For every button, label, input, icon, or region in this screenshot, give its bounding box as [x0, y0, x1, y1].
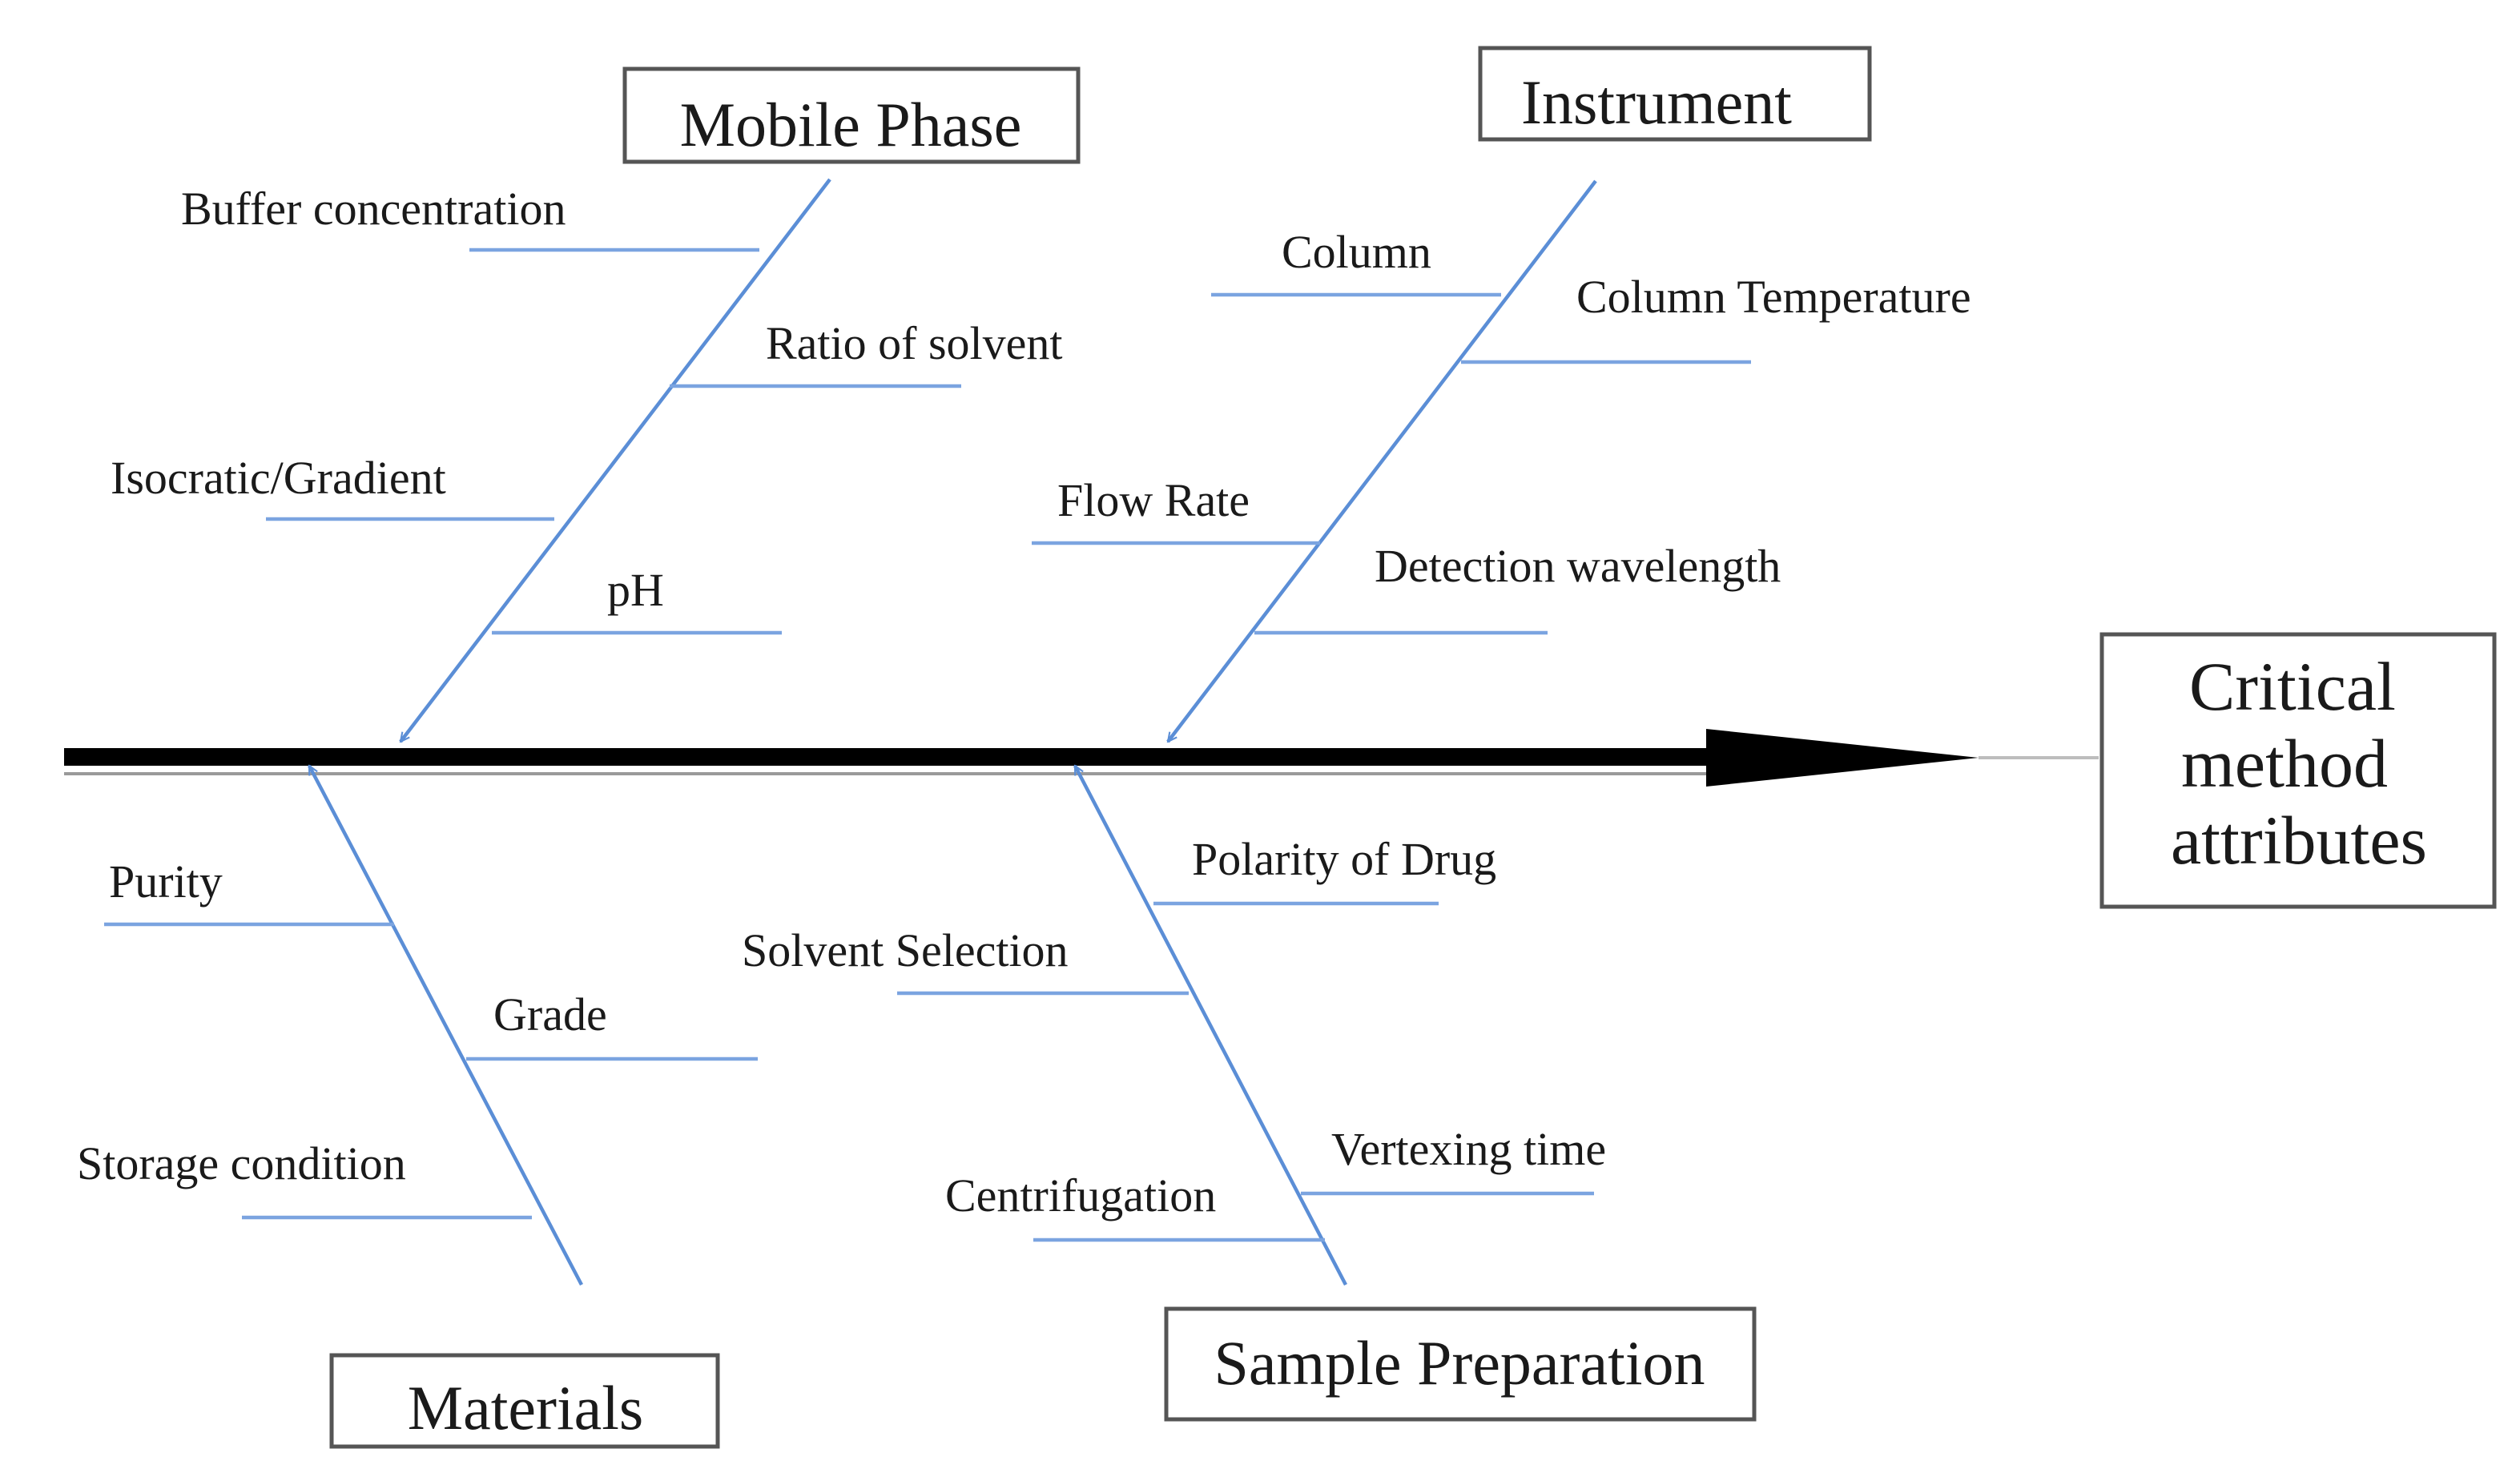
cause-ph: pH [607, 564, 664, 616]
cause-grade: Grade [493, 988, 607, 1040]
category-label-instrument: Instrument [1521, 67, 1792, 137]
cause-detection-wavelength: Detection wavelength [1375, 540, 1781, 592]
spine-arrowhead [1706, 729, 1979, 787]
effect-line-3: attributes [2171, 802, 2427, 879]
cause-ratio-of-solvent: Ratio of solvent [766, 317, 1063, 369]
category-label-mobile-phase: Mobile Phase [680, 90, 1022, 159]
category-label-materials: Materials [408, 1373, 644, 1443]
cause-flow-rate: Flow Rate [1057, 474, 1250, 526]
category-box-materials [329, 1353, 720, 1449]
cause-purity: Purity [109, 855, 223, 908]
cause-polarity-of-drug: Polarity of Drug [1192, 833, 1496, 885]
cause-isocratic-gradient: Isocratic/Gradient [111, 452, 446, 504]
category-box-mobile-phase [622, 66, 1081, 164]
bone-sample-preparation [1073, 766, 1347, 1286]
effect-box: Critical method attributes [2099, 632, 2497, 909]
spine-shaft [64, 748, 1714, 766]
cause-solvent-selection: Solvent Selection [742, 924, 1069, 976]
cause-buffer-concentration: Buffer concentration [181, 183, 566, 235]
bone-mobile-phase [399, 178, 831, 742]
effect-line-1: Critical [2189, 648, 2396, 725]
effect-line-2: method [2181, 725, 2388, 802]
cause-column-temperature: Column Temperature [1576, 271, 1971, 323]
category-box-sample-preparation [1164, 1306, 1757, 1422]
category-label-sample-preparation: Sample Preparation [1214, 1328, 1705, 1398]
bone-instrument [1166, 179, 1597, 742]
bone-materials [308, 766, 583, 1286]
cause-storage-condition: Storage condition [77, 1137, 406, 1189]
main-spine [64, 729, 2099, 787]
category-materials: Materials Purity Grade Storage condition [77, 766, 758, 1449]
cause-column: Column [1282, 226, 1431, 278]
category-instrument: Instrument Column Column Temperature Flo… [1032, 46, 1971, 742]
category-box-instrument [1478, 46, 1872, 142]
category-mobile-phase: Mobile Phase Buffer concentration Ratio … [111, 66, 1081, 742]
category-sample-preparation: Sample Preparation Polarity of Drug Solv… [742, 766, 1757, 1422]
cause-centrifugation: Centrifugation [945, 1169, 1216, 1221]
cause-vertexing-time: Vertexing time [1331, 1123, 1606, 1175]
effect-box-frame [2099, 632, 2497, 909]
